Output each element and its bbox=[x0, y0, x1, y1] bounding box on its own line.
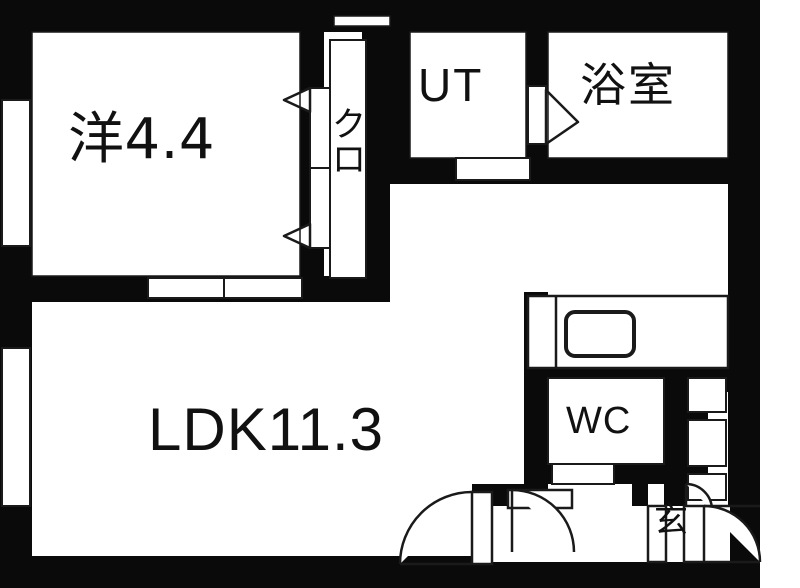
door-swing-arc-icon bbox=[544, 88, 580, 146]
closet-label-line1: ク bbox=[332, 105, 367, 145]
door-swing-arc-icon bbox=[398, 490, 473, 565]
sink-icon bbox=[564, 310, 636, 358]
room-label-closet: ク ロ bbox=[332, 108, 366, 177]
folding-door-icon bbox=[309, 167, 331, 249]
kitchen-counter bbox=[526, 294, 730, 370]
room-label-utility: UT bbox=[418, 59, 484, 111]
transom-opening bbox=[333, 15, 391, 27]
window-icon bbox=[1, 347, 31, 507]
closet-folding-doors[interactable] bbox=[282, 86, 331, 250]
room-label-toilet: WC bbox=[566, 400, 632, 442]
closet-interior bbox=[329, 39, 367, 279]
door-swing-arc-icon bbox=[511, 488, 576, 553]
window-group-left bbox=[1, 99, 31, 507]
window-icon bbox=[1, 99, 31, 247]
genkan-divider bbox=[646, 504, 668, 564]
room-outlines bbox=[31, 31, 729, 277]
bedroom-sliding-doors[interactable] bbox=[147, 277, 303, 299]
folding-door-icon bbox=[309, 87, 331, 169]
room-label-ldk: LDK11.3 bbox=[148, 396, 385, 463]
sliding-door-panel bbox=[147, 277, 225, 299]
room-label-western-room: 洋4.4 bbox=[68, 107, 216, 172]
door-leaf bbox=[682, 504, 706, 564]
hall-door[interactable] bbox=[506, 488, 576, 553]
door-leaf bbox=[470, 490, 494, 566]
wc-interior bbox=[547, 377, 665, 465]
storage-shelves bbox=[687, 377, 727, 501]
ldk-door[interactable] bbox=[398, 490, 494, 566]
shelf-slot bbox=[687, 419, 727, 467]
closet-label-line2: ロ bbox=[332, 139, 367, 180]
ut-door-opening[interactable] bbox=[455, 157, 531, 181]
shelf-slot bbox=[687, 377, 727, 413]
room-label-bathroom: 浴室 bbox=[580, 58, 676, 112]
door-leaf bbox=[527, 85, 547, 145]
folding-door-arrow-icon bbox=[282, 222, 312, 250]
folding-door-arrow-icon bbox=[282, 86, 312, 114]
bathroom-door[interactable] bbox=[527, 85, 580, 146]
sliding-door-panel bbox=[223, 277, 303, 299]
room-label-entrance: 玄 bbox=[654, 501, 689, 541]
wc-door-opening[interactable] bbox=[551, 463, 615, 485]
entrance-door[interactable] bbox=[646, 504, 762, 564]
